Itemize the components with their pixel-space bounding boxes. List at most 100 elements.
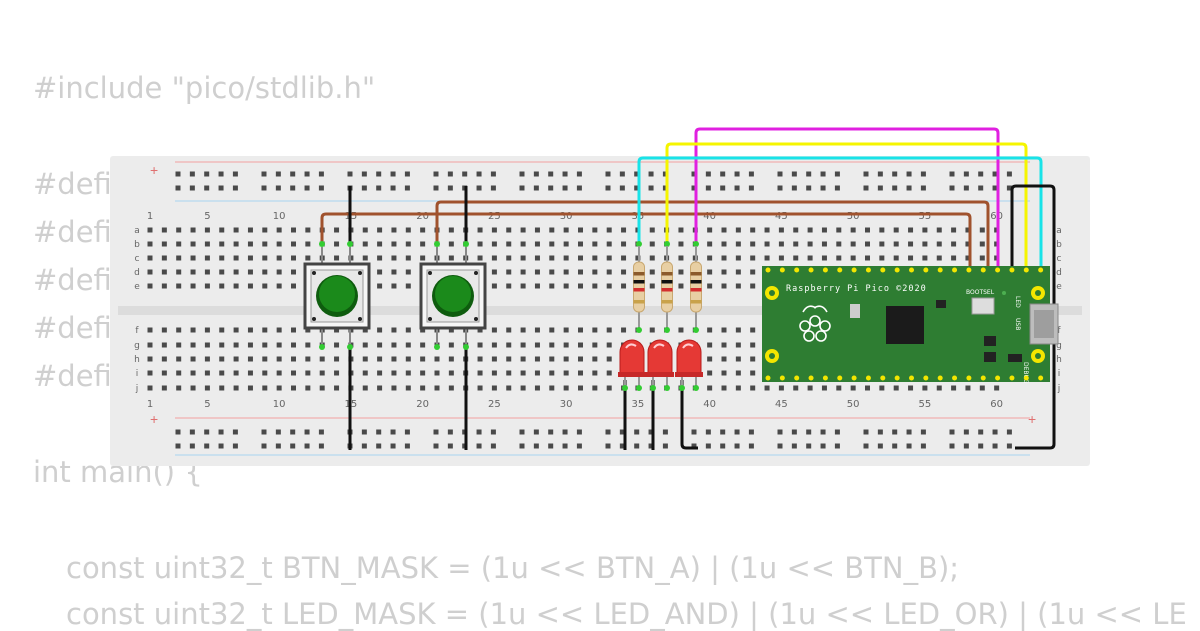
breadboard-hole (563, 255, 569, 261)
row-letter: h (1056, 355, 1062, 365)
pico-pin (1009, 267, 1015, 273)
breadboard-hole (549, 255, 555, 261)
rail-hole (748, 429, 754, 435)
rail-hole (634, 185, 640, 191)
rail-hole (806, 429, 812, 435)
bootsel-button[interactable] (971, 297, 995, 315)
pico-pin (808, 375, 814, 381)
breadboard-hole (807, 227, 813, 233)
pico-pin (837, 375, 843, 381)
rail-hole (992, 171, 998, 177)
breadboard-hole (979, 227, 985, 233)
breadboard-hole (621, 327, 627, 333)
breadboard-hole (491, 327, 497, 333)
pico-pin (865, 375, 871, 381)
pico-pin (880, 267, 886, 273)
rail-hole (576, 443, 582, 449)
breadboard-hole (936, 227, 942, 233)
breadboard-hole (735, 356, 741, 362)
breadboard-hole (147, 342, 153, 348)
breadboard-hole (477, 385, 483, 391)
rail-hole (204, 171, 210, 177)
breadboard-hole (305, 327, 311, 333)
rail-hole (218, 443, 224, 449)
red-led[interactable] (675, 339, 703, 391)
breadboard-hole (836, 227, 842, 233)
breadboard-hole (707, 327, 713, 333)
breadboard-hole (534, 227, 540, 233)
rail-hole (304, 429, 310, 435)
breadboard-hole (750, 255, 756, 261)
breadboard-hole (563, 356, 569, 362)
raspberry-pi-pico[interactable]: Raspberry Pi Pico ©2020 BOOTSEL LED USB … (762, 266, 1059, 384)
breadboard-hole (204, 255, 210, 261)
red-led[interactable] (618, 339, 646, 391)
push-button-b[interactable] (419, 241, 487, 350)
resistor (690, 241, 702, 333)
pico-pin (894, 375, 900, 381)
breadboard-hole (578, 241, 583, 247)
rail-hole (734, 429, 740, 435)
column-number: 40 (703, 399, 716, 410)
breadboard-hole (233, 255, 239, 261)
breadboard-hole (750, 356, 756, 362)
column-number: 1 (147, 211, 153, 222)
breadboard-hole (520, 356, 526, 362)
rail-hole (949, 171, 955, 177)
rail-hole (275, 443, 281, 449)
rail-hole (906, 185, 912, 191)
breadboard-hole (549, 227, 555, 233)
pico-pin (952, 375, 958, 381)
rail-hole (404, 171, 410, 177)
breadboard-hole (377, 255, 383, 261)
breadboard-hole (262, 255, 268, 261)
rail-hole (519, 171, 525, 177)
rail-hole (433, 429, 439, 435)
breadboard-hole (735, 327, 741, 333)
breadboard-hole (592, 370, 598, 376)
breadboard-hole (391, 269, 397, 275)
rail-hole (519, 429, 525, 435)
column-number: 20 (416, 211, 429, 222)
rail-hole (562, 429, 568, 435)
breadboard-hole (592, 269, 598, 275)
breadboard-hole (161, 227, 167, 233)
rail-hole (705, 171, 711, 177)
breadboard-hole (291, 342, 296, 348)
column-number: 30 (560, 211, 573, 222)
breadboard-hole (836, 255, 842, 261)
breadboard-hole (592, 385, 598, 391)
breadboard-hole (176, 370, 182, 376)
breadboard-hole (204, 356, 210, 362)
rail-hole (863, 185, 869, 191)
red-led[interactable] (646, 339, 674, 391)
breadboard-hole (362, 356, 368, 362)
rail-hole (949, 443, 955, 449)
rail-hole (404, 443, 410, 449)
breadboard-hole (549, 241, 555, 247)
breadboard-hole (506, 385, 512, 391)
breadboard-hole (778, 227, 784, 233)
code-include-line: #include "pico/stdlib.h" (33, 71, 376, 105)
pico-pin (1023, 375, 1029, 381)
breadboard-hole (649, 227, 655, 233)
breadboard-hole (190, 227, 196, 233)
pico-pin (837, 267, 843, 273)
rail-hole (691, 429, 697, 435)
breadboard-hole (405, 255, 411, 261)
breadboard-hole (305, 255, 311, 261)
breadboard-hole (707, 283, 713, 289)
breadboard-hole (592, 327, 598, 333)
rail-hole (978, 443, 984, 449)
rail-hole (275, 185, 281, 191)
pico-pin (937, 267, 943, 273)
breadboard-hole (176, 255, 182, 261)
rail-hole (519, 185, 525, 191)
breadboard-hole (807, 255, 813, 261)
rail-hole (533, 429, 539, 435)
breadboard-hole (865, 255, 870, 261)
rail-hole (863, 443, 869, 449)
rail-hole (777, 171, 783, 177)
push-button-a[interactable] (303, 241, 371, 350)
breadboard-hole (276, 241, 282, 247)
